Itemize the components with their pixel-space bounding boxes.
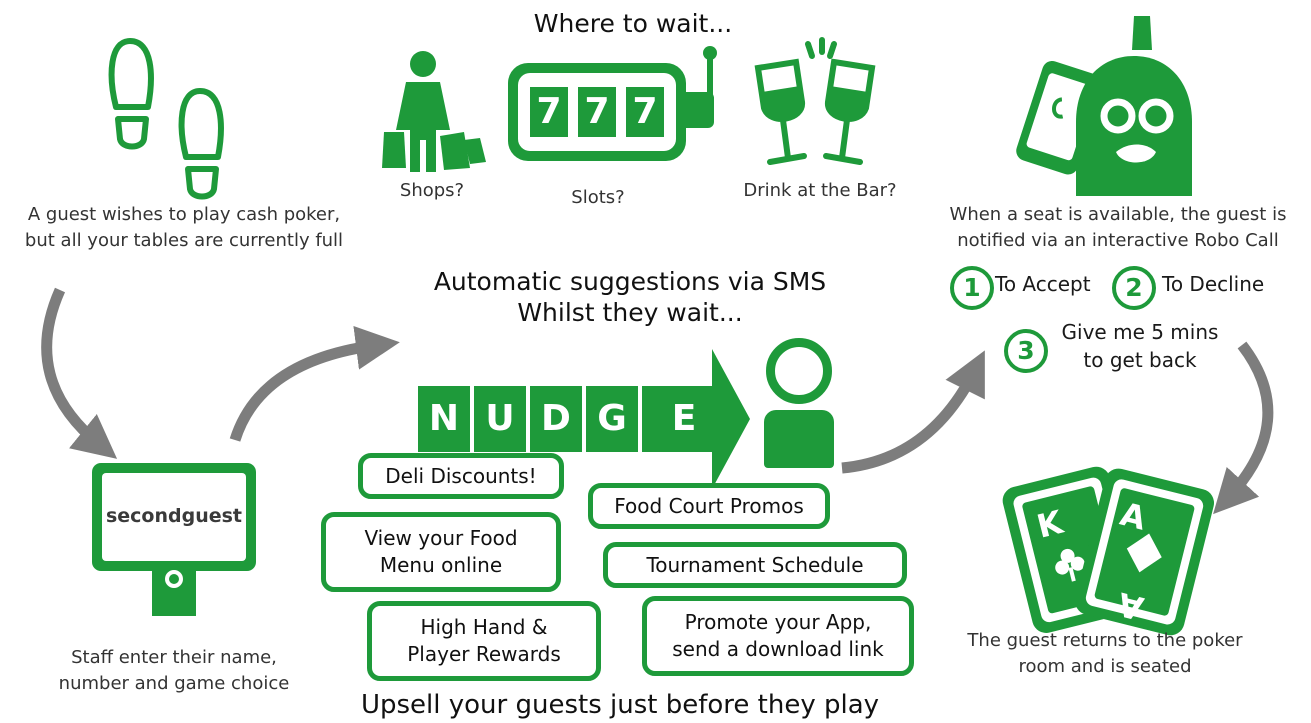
drinks-label: Drink at the Bar? (743, 180, 897, 201)
upsell-caption: Upsell your guests just before they play (360, 690, 880, 720)
monitor-screen: secondguest (102, 473, 246, 561)
promo-high-hand: High Hand & Player Rewards (367, 601, 601, 681)
person-icon (758, 338, 840, 468)
arrow-nudge-to-robo (841, 350, 985, 474)
option-2-label: To Decline (1162, 272, 1265, 296)
nudge-letter-u: U (474, 386, 526, 452)
where-title: Where to wait... (533, 9, 733, 38)
option-3-badge: 3 (1004, 329, 1048, 373)
shops-label: Shops? (399, 180, 465, 201)
option-1-label: To Accept (995, 272, 1091, 296)
sms-title-line1: Automatic suggestions via SMS (433, 267, 827, 296)
nudge-letter-e: E (671, 398, 697, 439)
seated-caption: The guest returns to the poker room and … (967, 630, 1243, 677)
nudge-letter-g: G (586, 386, 638, 452)
slot-reel: 7 (626, 87, 664, 137)
slot-machine-icon: 7 7 7 (508, 63, 686, 161)
slot-lever-base (686, 92, 714, 128)
arrow-guest-to-staff (41, 287, 118, 459)
slots-label: Slots? (571, 187, 625, 208)
option-1-badge: 1 (950, 266, 994, 310)
slot-lever (707, 58, 713, 96)
slot-lever-knob (703, 46, 717, 60)
shopping-bags-icon (382, 51, 486, 172)
promo-food-court: Food Court Promos (588, 483, 830, 529)
brand-logo: secondguest (105, 505, 243, 527)
slot-reel: 7 (530, 87, 568, 137)
promo-food-menu: View your Food Menu online (321, 512, 561, 592)
nudge-letter-d: D (530, 386, 582, 452)
monitor-power-button (165, 570, 183, 588)
wine-glasses-icon (754, 37, 876, 165)
option-3-label: Give me 5 mins to get back (1061, 320, 1219, 372)
step2-caption: Staff enter their name, number and game … (58, 647, 290, 694)
step1-caption: A guest wishes to play cash poker, but a… (24, 204, 344, 251)
monitor-icon: secondguest (92, 463, 256, 571)
arrow-staff-to-sms (229, 325, 400, 442)
promo-deli-discounts: Deli Discounts! (358, 453, 564, 499)
robot-phone-icon (1016, 16, 1192, 196)
promo-app: Promote your App, send a download link (642, 596, 914, 676)
footprints-icon (108, 38, 224, 200)
slot-reel: 7 (578, 87, 616, 137)
robo-caption: When a seat is available, the guest is n… (949, 204, 1287, 251)
promo-tournament: Tournament Schedule (603, 542, 907, 588)
sms-title-line2: Whilst they wait... (517, 298, 743, 327)
nudge-arrow-shape (642, 349, 750, 489)
arrow-robo-to-cards (1213, 341, 1274, 515)
nudge-letter-n: N (418, 386, 470, 452)
person-body (764, 410, 834, 468)
option-2-badge: 2 (1112, 266, 1156, 310)
playing-cards-icon: K A A (1002, 466, 1215, 636)
person-head (766, 338, 832, 404)
